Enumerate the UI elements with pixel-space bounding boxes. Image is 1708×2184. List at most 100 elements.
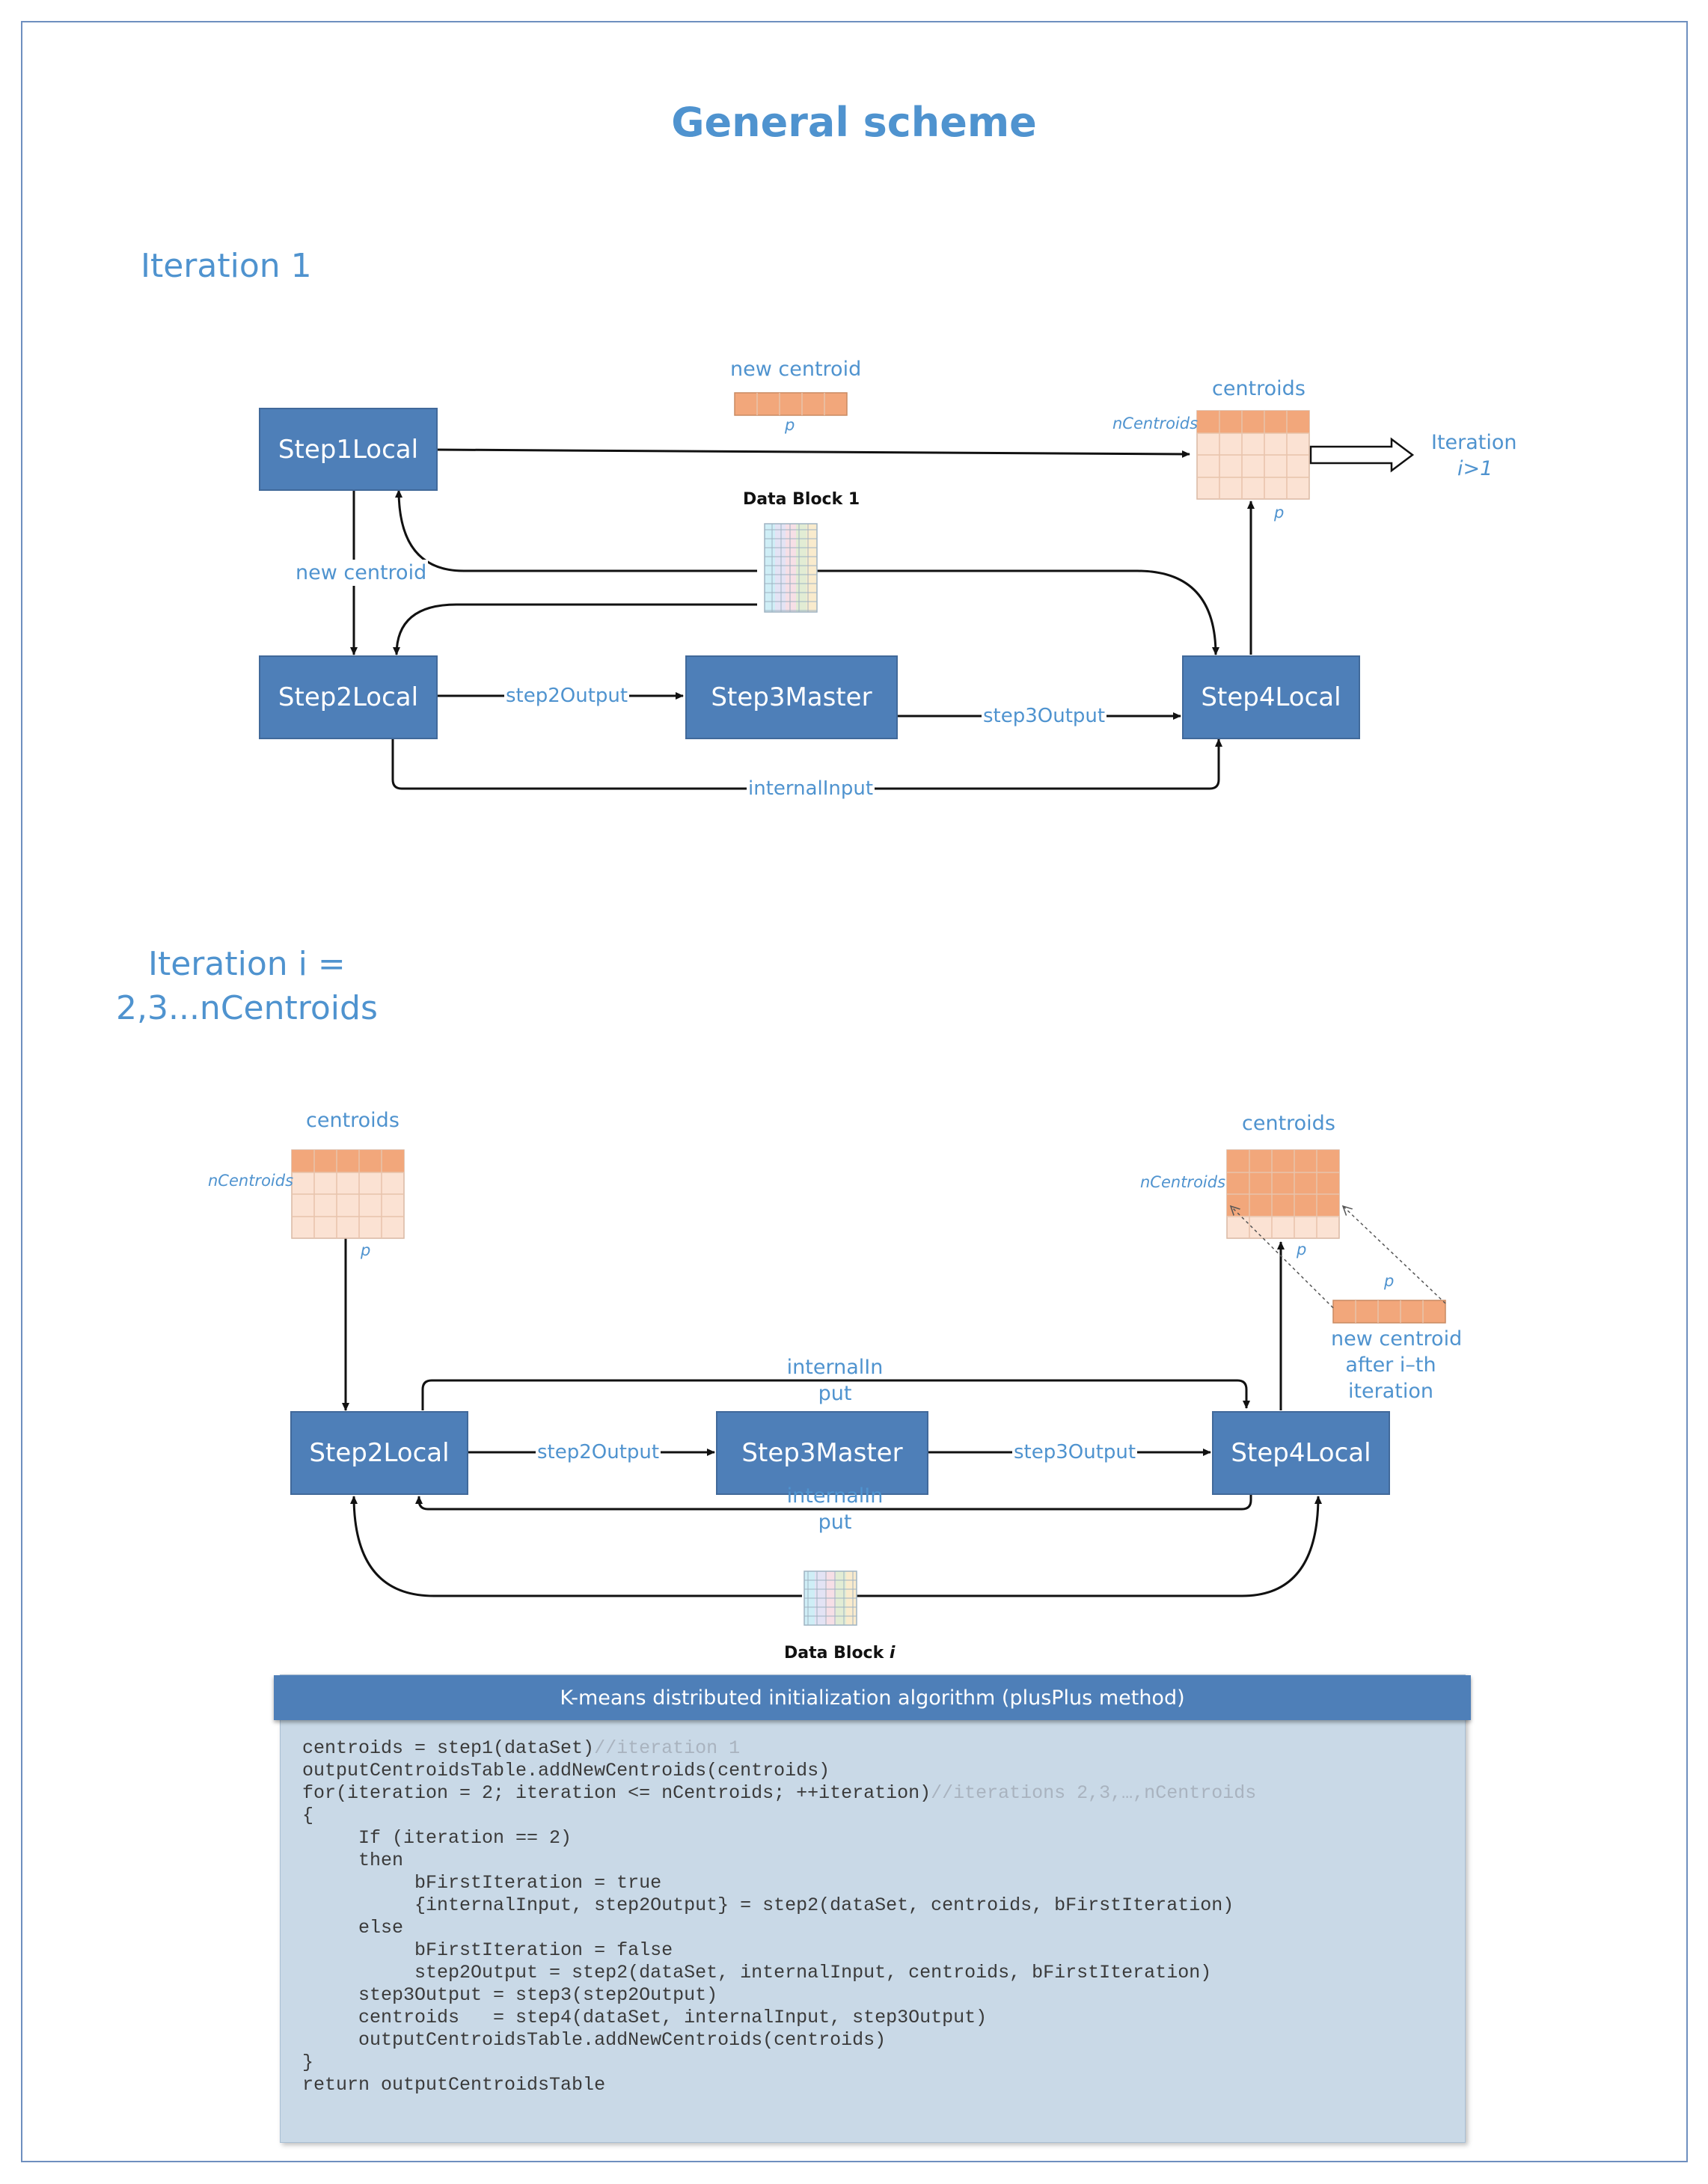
iter1-arrow-step1-to-centroids bbox=[435, 448, 1190, 458]
algorithm-panel bbox=[280, 1674, 1466, 2143]
page-title: General scheme bbox=[671, 99, 1037, 146]
code-line: bFirstIteration = true bbox=[302, 1872, 1256, 1894]
code-line: else bbox=[302, 1917, 1256, 1939]
iteri-ncentroids-right-label: nCentroids bbox=[1140, 1173, 1226, 1191]
iter1-centroids-label: centroids bbox=[1212, 377, 1306, 400]
iteri-internal-input-top-label: internalIn put bbox=[783, 1354, 887, 1407]
iteri-heading-line1: Iteration i = bbox=[148, 945, 346, 983]
code-line: step2Output = step2(dataSet, internalInp… bbox=[302, 1962, 1256, 1984]
code-text: bFirstIteration = true bbox=[302, 1872, 662, 1894]
iter1-iteration-next-label: Iteration bbox=[1431, 431, 1517, 454]
iteri-heading-line2: 2,3...nCentroids bbox=[116, 989, 378, 1027]
iteri-centroids-right-label: centroids bbox=[1242, 1112, 1335, 1135]
iteri-centroids-table-left bbox=[291, 1149, 405, 1239]
code-line: { bbox=[302, 1805, 1256, 1827]
iter1-arrow-datablock-to-step4 bbox=[815, 569, 1219, 655]
iter1-block-arrow-next-iteration bbox=[1309, 437, 1415, 473]
iteri-new-centroid-row bbox=[1332, 1300, 1446, 1324]
iteri-new-centroid-caption: new centroid after i–th iteration bbox=[1331, 1326, 1463, 1404]
iteri-internal-input-bottom-line1: internalIn bbox=[786, 1484, 884, 1508]
iteri-ncentroids-left-label: nCentroids bbox=[208, 1172, 294, 1190]
code-text: centroids = step4(dataSet, internalInput… bbox=[302, 2007, 988, 2028]
iteri-step2-local-box: Step2Local bbox=[290, 1411, 468, 1495]
code-line: centroids = step1(dataSet)//iteration 1 bbox=[302, 1737, 1256, 1760]
iter1-ncentroids-label: nCentroids bbox=[1112, 415, 1199, 432]
code-line: If (iteration == 2) bbox=[302, 1827, 1256, 1850]
iteri-p-row-label: p bbox=[1384, 1272, 1395, 1290]
iteri-new-centroid-line2: after i–th bbox=[1345, 1353, 1436, 1377]
iter1-new-centroid-row bbox=[734, 392, 848, 416]
iteri-internal-input-bottom-line2: put bbox=[818, 1511, 852, 1535]
step1-local-box: Step1Local bbox=[259, 408, 438, 491]
code-line: for(iteration = 2; iteration <= nCentroi… bbox=[302, 1782, 1256, 1805]
iter1-internal-input-label: internalInput bbox=[747, 777, 875, 802]
iteri-internal-input-top-line2: put bbox=[818, 1382, 852, 1406]
step3-master-box: Step3Master bbox=[685, 655, 898, 739]
iteri-step2output-label: step2Output bbox=[536, 1440, 661, 1466]
iteri-dotted-insert-arrows bbox=[1231, 1206, 1446, 1309]
code-comment: //iteration 1 bbox=[594, 1737, 741, 1759]
step2-local-box: Step2Local bbox=[259, 655, 438, 739]
code-text: bFirstIteration = false bbox=[302, 1939, 673, 1961]
iteri-step3-master-box: Step3Master bbox=[716, 1411, 928, 1495]
iter1-data-block-icon bbox=[764, 523, 818, 613]
code-text: centroids = step1(dataSet) bbox=[302, 1737, 595, 1759]
iteri-data-block-label: Data Block i bbox=[784, 1644, 895, 1663]
iter1-step2output-label: step2Output bbox=[504, 684, 630, 709]
code-text: } bbox=[302, 2052, 314, 2073]
iteri-arrow-datablock-to-step4 bbox=[857, 1496, 1322, 1597]
code-text: outputCentroidsTable.addNewCentroids(cen… bbox=[302, 2029, 887, 2051]
code-line: step3Output = step3(step2Output) bbox=[302, 1984, 1256, 2007]
code-comment: //iterations 2,3,…,nCentroids bbox=[931, 1782, 1257, 1804]
iteri-step3output-label: step3Output bbox=[1012, 1440, 1138, 1466]
iter1-arrow-datablock-to-step2 bbox=[393, 603, 757, 655]
iteri-centroids-left-label: centroids bbox=[306, 1109, 400, 1132]
iter1-iteration-next-condition: i>1 bbox=[1457, 457, 1493, 480]
iteri-arrow-internal-input-top bbox=[421, 1379, 1250, 1410]
iteri-new-centroid-line1: new centroid bbox=[1331, 1327, 1463, 1351]
code-line: outputCentroidsTable.addNewCentroids(cen… bbox=[302, 2029, 1256, 2052]
code-text: If (iteration == 2) bbox=[302, 1827, 572, 1849]
iteri-new-centroid-line3: iteration bbox=[1347, 1380, 1434, 1404]
iteri-step4-local-box: Step4Local bbox=[1212, 1411, 1390, 1495]
iteration1-heading: Iteration 1 bbox=[141, 247, 312, 285]
code-text: step3Output = step3(step2Output) bbox=[302, 1984, 718, 2006]
code-line: outputCentroidsTable.addNewCentroids(cen… bbox=[302, 1760, 1256, 1782]
iter1-p-label-right: p bbox=[1274, 504, 1285, 521]
step4-local-box: Step4Local bbox=[1182, 655, 1360, 739]
iteri-internal-input-bottom-label: internalIn put bbox=[783, 1483, 887, 1535]
iter1-p-label-top: p bbox=[785, 416, 795, 434]
code-text: else bbox=[302, 1917, 404, 1939]
iteri-p-right-table-label: p bbox=[1297, 1241, 1307, 1258]
iteri-internal-input-top-line1: internalIn bbox=[786, 1356, 884, 1379]
code-text: return outputCentroidsTable bbox=[302, 2074, 606, 2096]
iteri-centroids-table-right bbox=[1226, 1149, 1340, 1239]
code-line: bFirstIteration = false bbox=[302, 1939, 1256, 1962]
iteri-arrow-datablock-to-step2 bbox=[350, 1496, 802, 1597]
iteri-data-block-icon bbox=[804, 1570, 857, 1626]
iteri-data-block-index: i bbox=[889, 1644, 896, 1663]
iteri-arrow-internal-input-bottom bbox=[415, 1493, 1252, 1511]
code-text: { bbox=[302, 1805, 314, 1826]
code-line: centroids = step4(dataSet, internalInput… bbox=[302, 2007, 1256, 2029]
code-line: then bbox=[302, 1850, 1256, 1872]
iter1-new-centroid-mid-label: new centroid bbox=[294, 560, 429, 587]
code-text: for(iteration = 2; iteration <= nCentroi… bbox=[302, 1782, 931, 1804]
page-frame bbox=[21, 21, 1688, 2162]
iter1-step3output-label: step3Output bbox=[982, 704, 1107, 729]
iter1-new-centroid-label: new centroid bbox=[730, 358, 862, 381]
code-text: outputCentroidsTable.addNewCentroids(cen… bbox=[302, 1760, 830, 1781]
code-line: {internalInput, step2Output} = step2(dat… bbox=[302, 1894, 1256, 1917]
algorithm-header: K-means distributed initialization algor… bbox=[274, 1675, 1471, 1720]
iteri-p-left-label: p bbox=[361, 1241, 371, 1259]
code-line: return outputCentroidsTable bbox=[302, 2074, 1256, 2096]
code-text: {internalInput, step2Output} = step2(dat… bbox=[302, 1894, 1234, 1916]
iter1-data-block-label: Data Block 1 bbox=[743, 490, 860, 509]
iter1-arrow-datablock-to-step1 bbox=[395, 489, 757, 572]
code-text: then bbox=[302, 1850, 404, 1871]
code-text: step2Output = step2(dataSet, internalInp… bbox=[302, 1962, 1212, 1983]
code-line: } bbox=[302, 2052, 1256, 2074]
iter1-centroids-table bbox=[1196, 410, 1310, 500]
